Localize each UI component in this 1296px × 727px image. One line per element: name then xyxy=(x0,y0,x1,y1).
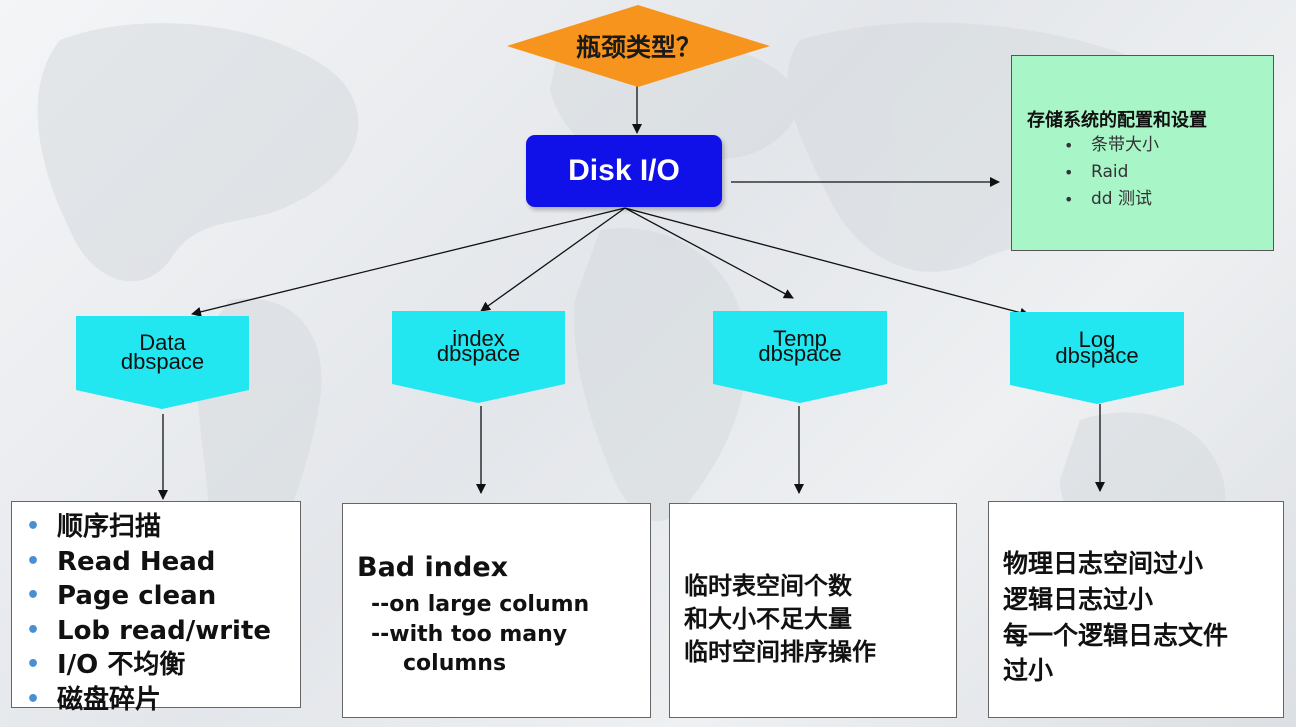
log-dbspace-label-1: Log xyxy=(1078,327,1116,352)
log-issue-line: 逻辑日志过小 xyxy=(1003,585,1154,614)
data-dbspace-label-2: dbspace xyxy=(120,349,205,374)
temp-issue-line: 和大小不足大量 xyxy=(684,605,852,633)
temp-issues-box: 临时表空间个数 和大小不足大量 临时空间排序操作 xyxy=(669,503,957,718)
bullet-icon: • xyxy=(26,617,41,643)
storage-config-box: 存储系统的配置和设置 条带大小 Raid dd 测试 xyxy=(1011,55,1274,251)
data-issue-item: •Lob read/write xyxy=(26,614,271,649)
index-issue-line: --on large column xyxy=(371,592,590,617)
storage-config-title: 存储系统的配置和设置 xyxy=(1027,110,1207,131)
bottleneck-type-label: 瓶颈类型？ xyxy=(575,33,701,62)
temp-dbspace-label-2: dbspace xyxy=(758,341,842,366)
storage-item-dd-test: dd 测试 xyxy=(1064,186,1159,213)
storage-config-list: 条带大小 Raid dd 测试 xyxy=(1064,132,1159,213)
data-dbspace-node: Data dbspace xyxy=(76,316,249,409)
bullet-icon: • xyxy=(26,548,41,574)
data-issue-item: •Page clean xyxy=(26,579,271,614)
log-dbspace-label-2: dbspace xyxy=(1055,343,1139,368)
bullet-icon: • xyxy=(26,583,41,608)
bullet-icon: • xyxy=(26,514,41,539)
index-issues-title: Bad index xyxy=(357,552,509,583)
data-issues-list: •顺序扫描 •Read Head •Page clean •Lob read/w… xyxy=(26,510,271,717)
temp-issue-line: 临时空间排序操作 xyxy=(684,638,876,666)
data-issue-item: •Read Head xyxy=(26,545,271,580)
disk-io-node: Disk I/O xyxy=(526,135,722,207)
data-issues-box: •顺序扫描 •Read Head •Page clean •Lob read/w… xyxy=(11,501,301,715)
temp-dbspace-label-1: Temp xyxy=(773,326,827,351)
arrow-disk-to-log xyxy=(624,207,1030,318)
index-dbspace-label-1: index xyxy=(452,326,505,351)
log-issue-line: 每一个逻辑日志文件 xyxy=(1003,621,1229,650)
index-issue-line: columns xyxy=(403,651,507,676)
log-issue-line: 过小 xyxy=(1003,656,1054,685)
arrow-disk-to-temp xyxy=(624,207,794,299)
log-issues-box: 物理日志空间过小 逻辑日志过小 每一个逻辑日志文件 过小 xyxy=(988,501,1284,718)
index-issue-line: --with too many xyxy=(371,622,568,647)
log-dbspace-node: Log dbspace xyxy=(1010,312,1184,404)
index-dbspace-node: index dbspace xyxy=(392,311,565,403)
data-dbspace-label-1: Data xyxy=(139,330,186,355)
index-issues-box: Bad index --on large column --with too m… xyxy=(342,503,651,718)
log-issue-line: 物理日志空间过小 xyxy=(1003,549,1204,578)
storage-item-raid: Raid xyxy=(1064,159,1159,186)
arrow-disk-to-data xyxy=(191,207,626,317)
index-dbspace-label-2: dbspace xyxy=(436,341,521,366)
bottleneck-type-diamond: 瓶颈类型？ xyxy=(505,3,772,89)
data-issue-item: •磁盘碎片 xyxy=(26,683,271,718)
data-issue-item: •I/O 不均衡 xyxy=(26,648,271,683)
storage-item-stripe-size: 条带大小 xyxy=(1064,132,1159,159)
bullet-icon: • xyxy=(26,652,41,677)
data-issue-item: •顺序扫描 xyxy=(26,510,271,545)
temp-dbspace-node: Temp dbspace xyxy=(713,311,887,403)
bullet-icon: • xyxy=(26,686,41,712)
temp-issue-line: 临时表空间个数 xyxy=(684,572,852,600)
arrow-disk-to-index xyxy=(480,207,626,312)
